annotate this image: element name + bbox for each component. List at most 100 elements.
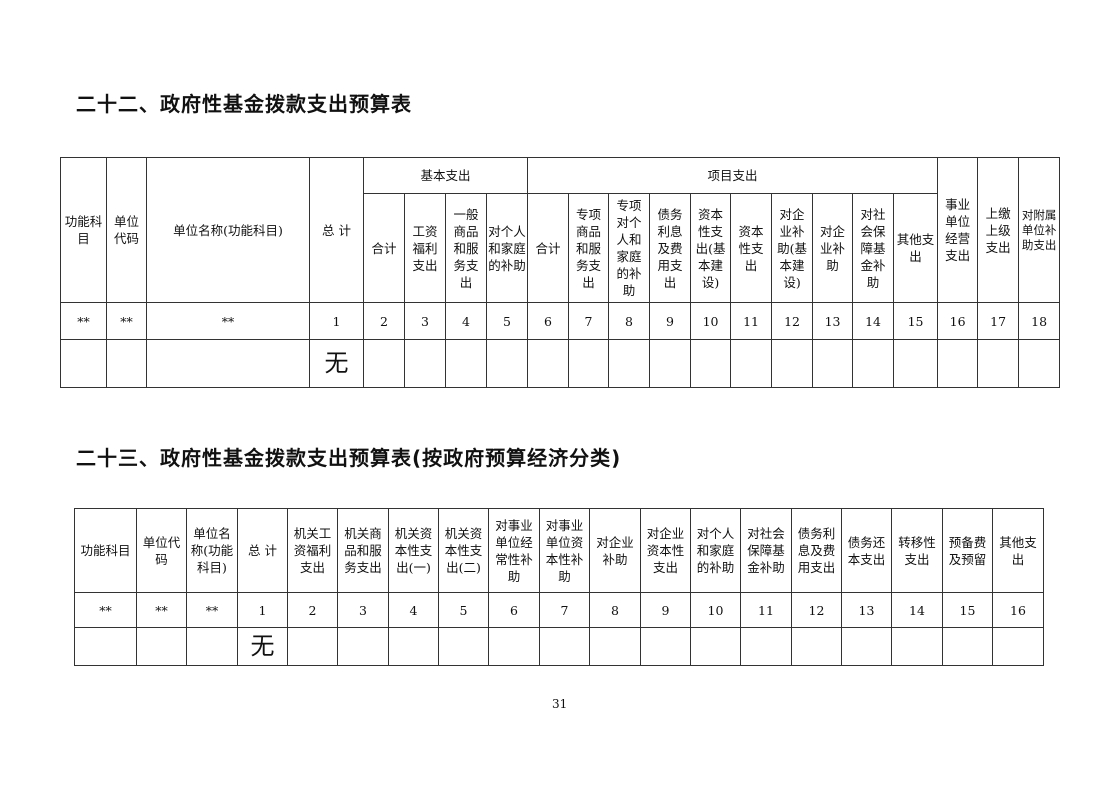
data-cell: [488, 627, 540, 666]
index-cell: 16: [937, 302, 979, 340]
index-cell: 7: [539, 592, 590, 628]
data-cell: [388, 627, 439, 666]
index-cell: 7: [568, 302, 610, 340]
fund-expenditure-table: 功能科 目单位 代码单位名称(功能科目)总 计基本支出项目支出事业 单位 经营 …: [60, 157, 1061, 388]
index-cell: 12: [771, 302, 814, 340]
column-header: 预备费 及预留: [942, 508, 993, 593]
data-cell: [287, 627, 338, 666]
column-header: 事业 单位 经营 支出: [937, 157, 979, 303]
index-cell: 1: [309, 302, 364, 340]
index-cell: 12: [791, 592, 842, 628]
data-cell: [106, 339, 147, 388]
data-cell: [527, 339, 570, 388]
index-cell: 1: [237, 592, 288, 628]
column-header: 资本 性支 出(基 本建 设): [690, 193, 732, 303]
index-cell: 14: [891, 592, 943, 628]
index-cell: **: [186, 592, 238, 628]
data-cell: [438, 627, 489, 666]
index-cell: 11: [730, 302, 773, 340]
column-header: 总 计: [237, 508, 288, 593]
index-cell: 11: [740, 592, 792, 628]
data-cell: [640, 627, 691, 666]
index-cell: 17: [977, 302, 1020, 340]
data-cell: [186, 627, 238, 666]
index-cell: 8: [589, 592, 641, 628]
header-row: 功能科 目单位 代码单位名称(功能科目)总 计基本支出项目支出事业 单位 经营 …: [60, 157, 1061, 303]
index-cell: **: [106, 302, 147, 340]
column-header: 机关工 资福利 支出: [287, 508, 338, 593]
column-header: 对企业 补助: [589, 508, 641, 593]
group-header-basic: 基本支出: [362, 157, 529, 194]
index-cell: 13: [841, 592, 892, 628]
table1-title: 二十二、政府性基金拨款支出预算表: [76, 92, 412, 116]
data-cell: [146, 339, 310, 388]
data-cell: [589, 627, 641, 666]
data-cell: [893, 339, 939, 388]
data-cell: [74, 627, 137, 666]
column-header: 对企 业补 助: [812, 193, 854, 303]
index-cell: 14: [852, 302, 895, 340]
column-header: 合计: [363, 193, 405, 303]
data-cell: [740, 627, 792, 666]
index-cell: 10: [690, 302, 732, 340]
data-cell: [992, 627, 1044, 666]
index-cell: 6: [527, 302, 570, 340]
data-cell: [337, 627, 389, 666]
index-cell: **: [136, 592, 187, 628]
column-header: 对个人 和家庭 的补助: [485, 193, 529, 303]
subheader-row: 合计工资 福利 支出一般 商品 和服 务支 出对个人 和家庭 的补助合计专项 商…: [61, 193, 1060, 303]
data-cell: [539, 627, 590, 666]
index-cell: 4: [445, 302, 487, 340]
index-cell: 10: [690, 592, 741, 628]
fund-expenditure-economic-table: 功能科目单位代 码单位名 称(功能 科目)总 计机关工 资福利 支出机关商 品和…: [74, 508, 1044, 666]
data-cell: [608, 339, 651, 388]
index-cell: **: [146, 302, 310, 340]
column-header: 对社 会保 障基 金补 助: [852, 193, 895, 303]
column-header: 对社会 保障基 金补助: [740, 508, 792, 593]
group-header-project: 项目支出: [527, 157, 939, 194]
column-header: 专项 商品 和服 务支 出: [568, 193, 610, 303]
data-cell: [841, 627, 892, 666]
index-cell: 13: [812, 302, 854, 340]
column-header: 其他支 出: [893, 193, 939, 303]
index-cell: 4: [388, 592, 439, 628]
data-cell: [60, 339, 107, 388]
column-header: 上缴 上级 支出: [977, 157, 1020, 303]
index-cell: **: [60, 302, 107, 340]
index-cell: 9: [649, 302, 692, 340]
page-number: 31: [552, 697, 568, 711]
data-cell: [771, 339, 814, 388]
column-header: 功能科 目: [60, 157, 107, 303]
column-header: 债务利 息及费 用支出: [791, 508, 842, 593]
column-header: 功能科目: [74, 508, 137, 593]
data-cell: [445, 339, 487, 388]
column-header: 一般 商品 和服 务支 出: [445, 193, 487, 303]
column-header: 合计: [527, 193, 570, 303]
data-cell: [812, 339, 854, 388]
column-header: 单位 代码: [106, 157, 147, 303]
column-header: 对企业 资本性 支出: [640, 508, 691, 593]
data-cell: [977, 339, 1020, 388]
column-header: 债务 利息 及费 用支 出: [649, 193, 692, 303]
column-header: 债务还 本支出: [841, 508, 892, 593]
column-header: 对事业 单位经 常性补 助: [488, 508, 540, 593]
index-cell: 16: [992, 592, 1044, 628]
data-cell: [1018, 339, 1061, 388]
data-cell: [136, 627, 187, 666]
data-cell: [485, 339, 529, 388]
index-cell: 8: [608, 302, 651, 340]
empty-mark: 无: [309, 339, 364, 388]
index-cell: 5: [485, 302, 529, 340]
data-cell: [690, 339, 732, 388]
index-cell: 3: [337, 592, 389, 628]
index-cell: **: [74, 592, 137, 628]
data-cell: [649, 339, 692, 388]
index-cell: 5: [438, 592, 489, 628]
index-cell: 9: [640, 592, 691, 628]
table2-title: 二十三、政府性基金拨款支出预算表(按政府预算经济分类): [76, 446, 622, 470]
column-header: 单位代 码: [136, 508, 187, 593]
data-cell: [852, 339, 895, 388]
data-cell: [404, 339, 446, 388]
